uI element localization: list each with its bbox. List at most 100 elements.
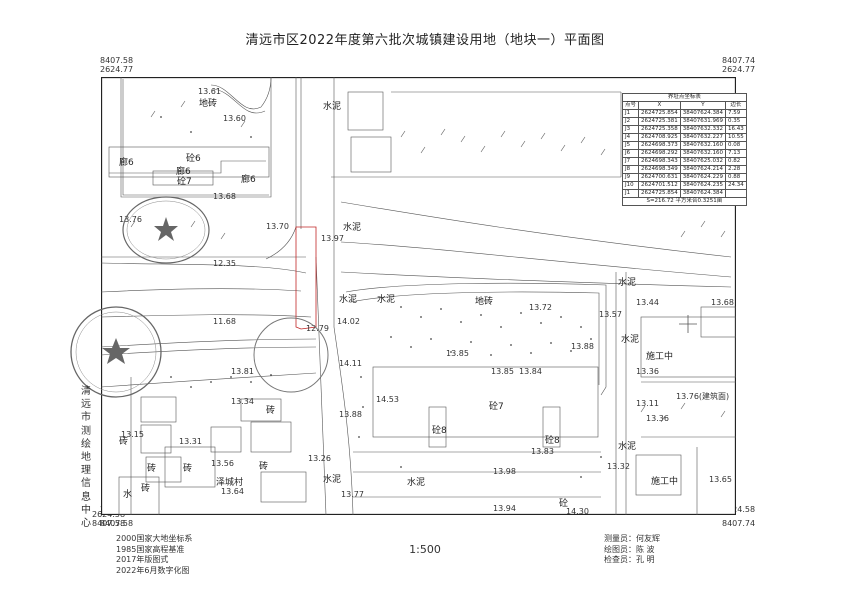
note-line: 2022年6月数字化图: [116, 565, 190, 575]
note-line: 2000国家大地坐标系: [116, 534, 193, 543]
elev-label: 13.26: [308, 454, 331, 463]
map-scale: 1:500: [409, 543, 441, 556]
building-label: 砖: [141, 484, 151, 494]
building-label: 砼7: [489, 402, 504, 412]
elev-label: 13.34: [231, 397, 254, 406]
elev-label: 13.60: [223, 114, 246, 123]
building-label: 砼7: [177, 177, 192, 187]
elev-label: 13.83: [531, 447, 554, 456]
elev-label: 13.68: [213, 192, 236, 201]
coord-header: X: [638, 101, 681, 110]
area-label-cement: 水泥: [618, 442, 637, 452]
elev-label: 13.44: [636, 298, 659, 307]
map-frame: 13.61 地砖 13.60 廊6 砼6 廊6 砼7 廊6 13.68 13.7…: [70, 76, 747, 516]
area-label-cement: 水泥: [377, 295, 396, 305]
building-label: 砼8: [545, 436, 560, 446]
elev-label: 13.11: [636, 399, 659, 408]
area-label-cement: 水泥: [339, 295, 358, 305]
building-label: 砼: [559, 499, 569, 509]
building-label: 廊6: [119, 158, 134, 168]
coord-table-area: S=216.72 平方米合0.3251亩: [622, 197, 747, 206]
elev-label: 13.88: [571, 342, 594, 351]
building-label: 砖: [147, 464, 157, 474]
area-label-paving: 地砖: [199, 99, 218, 109]
coord-table-title: 界址点坐标表: [622, 93, 747, 102]
staff-line: 检查员：孔 明: [604, 555, 655, 564]
building-label: 砖: [183, 464, 193, 474]
elev-label: 13.81: [231, 367, 254, 376]
elev-label: 13.85: [491, 367, 514, 376]
elev-label: 14.02: [337, 317, 360, 326]
coord-bottom-left-x: 8407.58: [100, 519, 134, 528]
area-label-cement: 水泥: [323, 102, 342, 112]
staff-line: 绘图员：陈 波: [604, 544, 655, 554]
elev-label: 13.98: [493, 467, 516, 476]
elev-label: 13.94: [493, 504, 516, 513]
elev-label: 13.85: [446, 349, 469, 358]
elev-label: 13.31: [179, 437, 202, 446]
building-label: 廊6: [241, 175, 256, 185]
seal-stamp: [122, 196, 210, 264]
side-org-text: 清远市测绘地理信息中心: [81, 386, 91, 530]
elev-label: 13.97: [321, 234, 344, 243]
area-label-paving: 地砖: [475, 297, 494, 307]
note-line: 2017年版图式: [116, 555, 169, 564]
coord-bottom-right: 8407.74: [722, 519, 756, 528]
elev-label: 13.84: [519, 367, 542, 376]
staff-line: 测量员：何友辉: [604, 534, 660, 543]
elev-label: 12.35: [213, 259, 236, 268]
elev-label: 13.36: [646, 414, 669, 423]
elev-label: 13.64: [221, 487, 244, 496]
elev-label: 13.57: [599, 310, 622, 319]
note-line: 1985国家高程基准: [116, 544, 185, 554]
elev-label: 13.65: [709, 475, 732, 484]
elev-label: 13.68: [711, 298, 734, 307]
elev-label: 13.36: [636, 367, 659, 376]
elev-label: 14.11: [339, 359, 362, 368]
map-notes: 2000国家大地坐标系 1985国家高程基准 2017年版图式 2022年6月数…: [116, 534, 192, 576]
area-label-cement: 水泥: [618, 278, 637, 288]
area-label-cement: 水泥: [407, 478, 426, 488]
staff-list: 测量员：何友辉 绘图员：陈 波 检查员：孔 明: [604, 534, 660, 566]
area-label-cement: 水泥: [343, 223, 362, 233]
elev-label: 13.15: [121, 430, 144, 439]
coord-header: Y: [679, 101, 727, 110]
coord-header: 点号: [621, 101, 640, 110]
elev-label: 13.32: [607, 462, 630, 471]
seal-stamp-secondary: [253, 317, 329, 393]
village-label: 泽城村: [216, 478, 244, 488]
building-label: 砼6: [186, 154, 201, 164]
elev-label: 14.30: [566, 507, 589, 516]
building-label: 砼8: [432, 426, 447, 436]
seal-stamp-round: [70, 306, 162, 398]
elev-label: 14.53: [376, 395, 399, 404]
building-label: 水: [123, 490, 133, 500]
building-note: 13.76(建筑面): [676, 392, 730, 401]
area-label-cement: 水泥: [621, 335, 640, 345]
building-label: 砖: [119, 437, 129, 447]
elev-label: 11.68: [213, 317, 236, 326]
elev-label: 13.70: [266, 222, 289, 231]
elev-label: 13.72: [529, 303, 552, 312]
elev-label: 13.56: [211, 459, 234, 468]
building-label: 施工中: [646, 352, 674, 362]
elev-label: 13.76: [119, 215, 142, 224]
elev-label: 13.88: [339, 410, 362, 419]
elev-label: 13.61: [198, 87, 221, 96]
building-label: 砖: [266, 406, 276, 416]
elev-label: 13.77: [341, 490, 364, 499]
building-label: 廊6: [176, 167, 191, 177]
